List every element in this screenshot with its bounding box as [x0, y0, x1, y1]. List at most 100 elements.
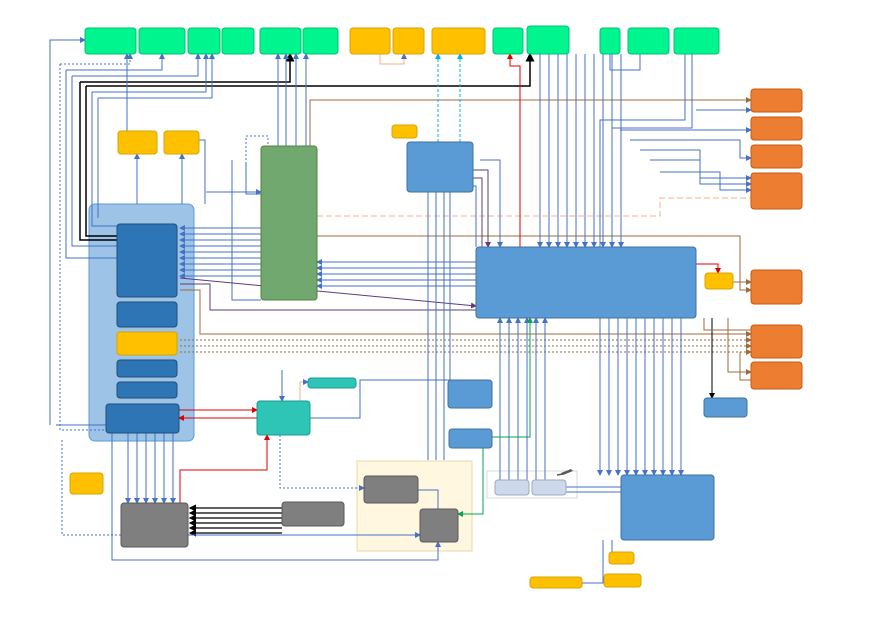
green-block-1	[84, 27, 137, 55]
orange-block-1	[750, 88, 803, 113]
wire-25	[245, 135, 269, 164]
wire-82	[660, 171, 752, 193]
wire-7	[85, 86, 117, 237]
green-block-2	[138, 27, 186, 55]
gray-block-mid	[281, 501, 345, 527]
orange-block-7	[750, 361, 803, 390]
green-block-9	[599, 27, 621, 55]
wire-9	[66, 53, 165, 71]
yellow-left-1	[117, 130, 158, 155]
wire-132	[582, 540, 604, 584]
green-block-7	[492, 27, 524, 55]
orange-block-2	[750, 116, 803, 141]
wire-10	[72, 53, 201, 77]
wire-11	[80, 52, 295, 83]
teal-block	[256, 400, 311, 436]
wire-74	[609, 54, 641, 71]
wire-5	[71, 76, 117, 247]
wire-111	[179, 434, 270, 503]
orange-block-4	[750, 172, 803, 210]
teal-small	[307, 377, 357, 389]
wire-86	[703, 318, 751, 331]
wire-131	[418, 489, 439, 509]
wire-50	[317, 235, 752, 293]
blue-small-right	[703, 397, 748, 418]
dark-blue-5	[105, 403, 180, 434]
wire-26	[245, 164, 261, 195]
yellow-left-2	[163, 130, 200, 155]
green-block-6	[302, 27, 339, 55]
wire-106	[457, 448, 484, 517]
wire-83	[696, 263, 721, 274]
wire-39	[180, 283, 476, 311]
yellow-bottom-left	[69, 472, 104, 495]
dark-blue-4	[116, 381, 178, 399]
wire-49	[317, 197, 751, 217]
wire-3	[59, 64, 106, 431]
gray-block-left	[120, 502, 189, 548]
green-block-5	[259, 27, 302, 55]
blocks	[69, 25, 803, 589]
yellow-bottom-2	[603, 573, 642, 588]
green-block-8	[526, 25, 570, 55]
blue-small-2	[448, 428, 493, 449]
blue-small-1	[447, 379, 493, 409]
wire-87	[727, 318, 752, 375]
yellow-bottom-3	[529, 576, 583, 589]
pale-block-2	[531, 479, 567, 496]
yellow-top-2	[392, 27, 425, 55]
wire-4	[65, 70, 117, 259]
green-block-11	[673, 27, 720, 55]
wire-128	[111, 433, 441, 561]
wires	[49, 37, 752, 584]
wire-6	[79, 82, 117, 241]
wire-14	[92, 53, 209, 93]
wire-115	[279, 435, 365, 491]
yellow-small-2	[704, 272, 734, 290]
green-block-4	[221, 27, 255, 55]
wire-38	[179, 277, 477, 309]
wire-88	[739, 352, 751, 381]
wire-80	[640, 149, 752, 181]
wire-63	[379, 53, 407, 65]
yellow-top-3	[431, 27, 486, 55]
wire-79	[630, 139, 752, 161]
orange-block-3	[750, 144, 803, 169]
blue-block-main	[475, 246, 697, 319]
dark-blue-3	[116, 359, 178, 378]
green-block-10	[627, 27, 670, 55]
wire-61	[473, 185, 477, 247]
pale-block-1	[494, 479, 530, 496]
orange-block-6	[750, 324, 803, 359]
green-block-3	[187, 27, 221, 55]
blue-block-top	[406, 141, 474, 193]
wire-8	[60, 53, 133, 65]
gray-block-small	[419, 508, 459, 543]
wire-59	[473, 169, 491, 248]
dark-blue-2	[116, 301, 178, 328]
wire-75	[599, 54, 686, 247]
wire-62	[507, 53, 521, 247]
wire-60	[473, 177, 483, 247]
dark-blue-1	[116, 223, 178, 298]
wire-13	[91, 92, 117, 227]
wire-12	[86, 52, 535, 87]
cable-icon	[556, 469, 573, 476]
gray-block-cream	[363, 475, 419, 504]
wire-105	[492, 317, 533, 438]
wire-16	[98, 53, 215, 99]
orange-block-5	[750, 269, 803, 305]
wire-40	[180, 289, 752, 337]
wire-112	[310, 379, 476, 419]
yellow-top-1	[349, 27, 391, 55]
wire-1	[49, 37, 86, 425]
yellow-small-1	[391, 124, 418, 139]
wire-113	[299, 379, 309, 401]
wire-58	[480, 159, 503, 248]
blue-block-bottom	[620, 474, 715, 541]
yellow-bottom-1	[608, 551, 635, 565]
yellow-in-panel	[116, 331, 178, 356]
wire-51	[309, 97, 752, 146]
wire-76	[611, 54, 693, 247]
